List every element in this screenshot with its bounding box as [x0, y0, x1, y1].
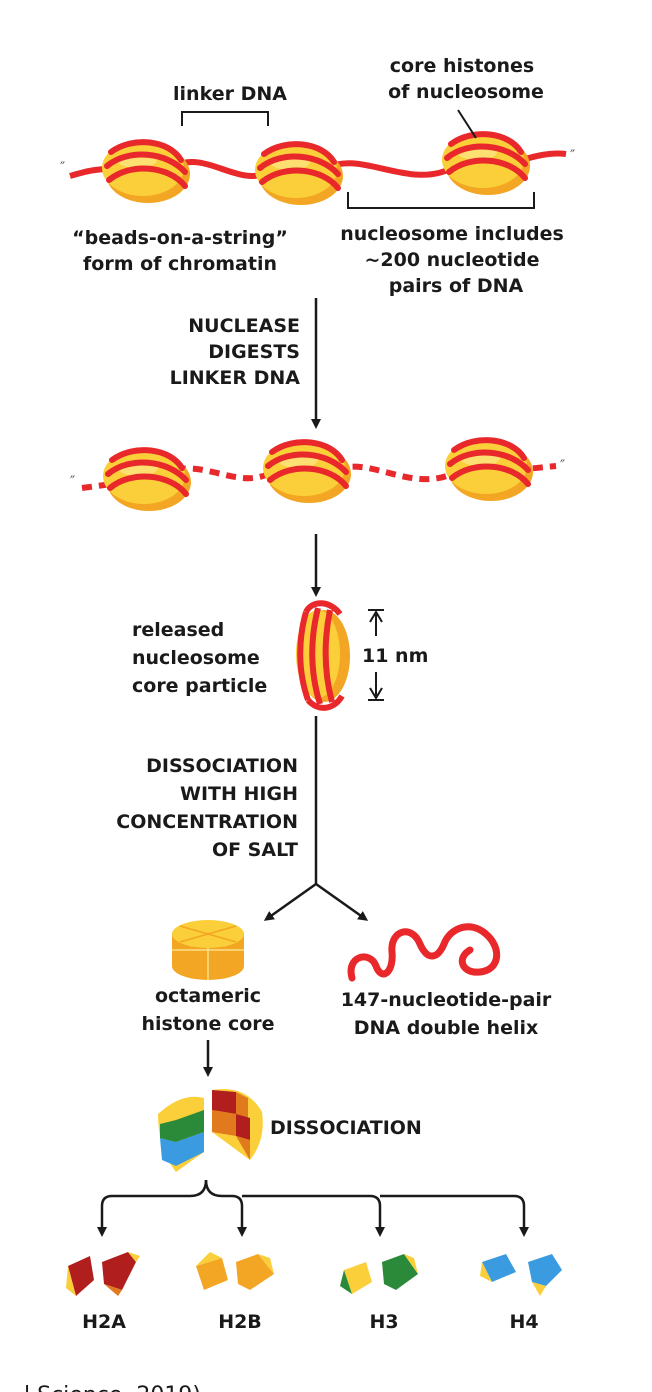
- histone-branches: [97, 1179, 529, 1237]
- octameric-label-line2: histone core: [141, 1013, 274, 1035]
- octameric-label-line1: octameric: [155, 985, 261, 1007]
- beads-on-string-label-line2: form of chromatin: [83, 253, 277, 275]
- core-histones-pointer: [457, 109, 477, 139]
- dna-helix-label-line2: DNA double helix: [354, 1017, 538, 1039]
- size-label: 11 nm: [362, 645, 428, 667]
- nuclease-label-line1: NUCLEASE: [188, 315, 300, 337]
- svg-text:″: ″: [560, 458, 565, 474]
- salt-label-line4: OF SALT: [212, 839, 298, 861]
- caption-fragment: l Science, 2019): [24, 1383, 201, 1392]
- salt-label-line1: DISSOCIATION: [146, 755, 298, 777]
- svg-text:″: ″: [70, 474, 75, 490]
- nucleosome-bead: [263, 440, 351, 503]
- nucleosome-includes-line3: pairs of DNA: [389, 275, 524, 297]
- size-dimension: [368, 609, 384, 701]
- nucleosome-includes-line2: ~200 nucleotide: [364, 249, 539, 271]
- dna-helix-label-line1: 147-nucleotide-pair: [341, 989, 552, 1011]
- octamer-halves: [158, 1088, 263, 1172]
- h2b-dimer: [196, 1252, 274, 1290]
- nucleosome-bead: [255, 142, 343, 205]
- linker-bracket: [181, 111, 269, 126]
- h2a-dimer: [66, 1252, 140, 1296]
- arrow-to-dna: [315, 882, 369, 921]
- svg-text:″: ″: [60, 160, 65, 176]
- core-histones-label-line2: of nucleosome: [388, 81, 544, 103]
- histone-label-h4: H4: [509, 1311, 538, 1333]
- nucleosome-bead: [102, 140, 190, 203]
- released-core-particle: [296, 600, 350, 711]
- nucleosome-bead: [445, 438, 533, 501]
- nucleosome-bracket: [347, 192, 535, 209]
- histone-label-h2b: H2B: [218, 1311, 262, 1333]
- histone-label-h3: H3: [369, 1311, 398, 1333]
- core-histones-label-line1: core histones: [390, 55, 534, 77]
- h4-dimer: [480, 1254, 562, 1296]
- nuclease-label-line2: DIGESTS: [208, 341, 300, 363]
- digested-strand: ″ ″: [70, 438, 565, 511]
- dna-double-helix-squiggle: [347, 923, 500, 982]
- histone-label-h2a: H2A: [82, 1311, 126, 1333]
- nucleosome-bead: [103, 448, 191, 511]
- nucleosome-includes-line1: nucleosome includes: [340, 223, 564, 245]
- arrow-to-core: [263, 882, 317, 921]
- h3-dimer: [340, 1254, 418, 1294]
- salt-label-line2: WITH HIGH: [180, 783, 298, 805]
- nuclease-label-line3: LINKER DNA: [170, 367, 301, 389]
- salt-label-line3: CONCENTRATION: [116, 811, 298, 833]
- dissociation-label: DISSOCIATION: [270, 1117, 422, 1139]
- svg-text:″: ″: [570, 148, 575, 164]
- released-label-line2: nucleosome: [132, 647, 260, 669]
- linker-dna-label: linker DNA: [173, 83, 287, 105]
- nucleosome-bead: [442, 132, 530, 195]
- beads-on-string-strand: ″ ″: [60, 132, 575, 205]
- beads-on-string-label-line1: “beads-on-a-string”: [72, 227, 288, 249]
- octameric-core: [172, 920, 244, 980]
- released-label-line1: released: [132, 619, 224, 641]
- released-label-line3: core particle: [132, 675, 267, 697]
